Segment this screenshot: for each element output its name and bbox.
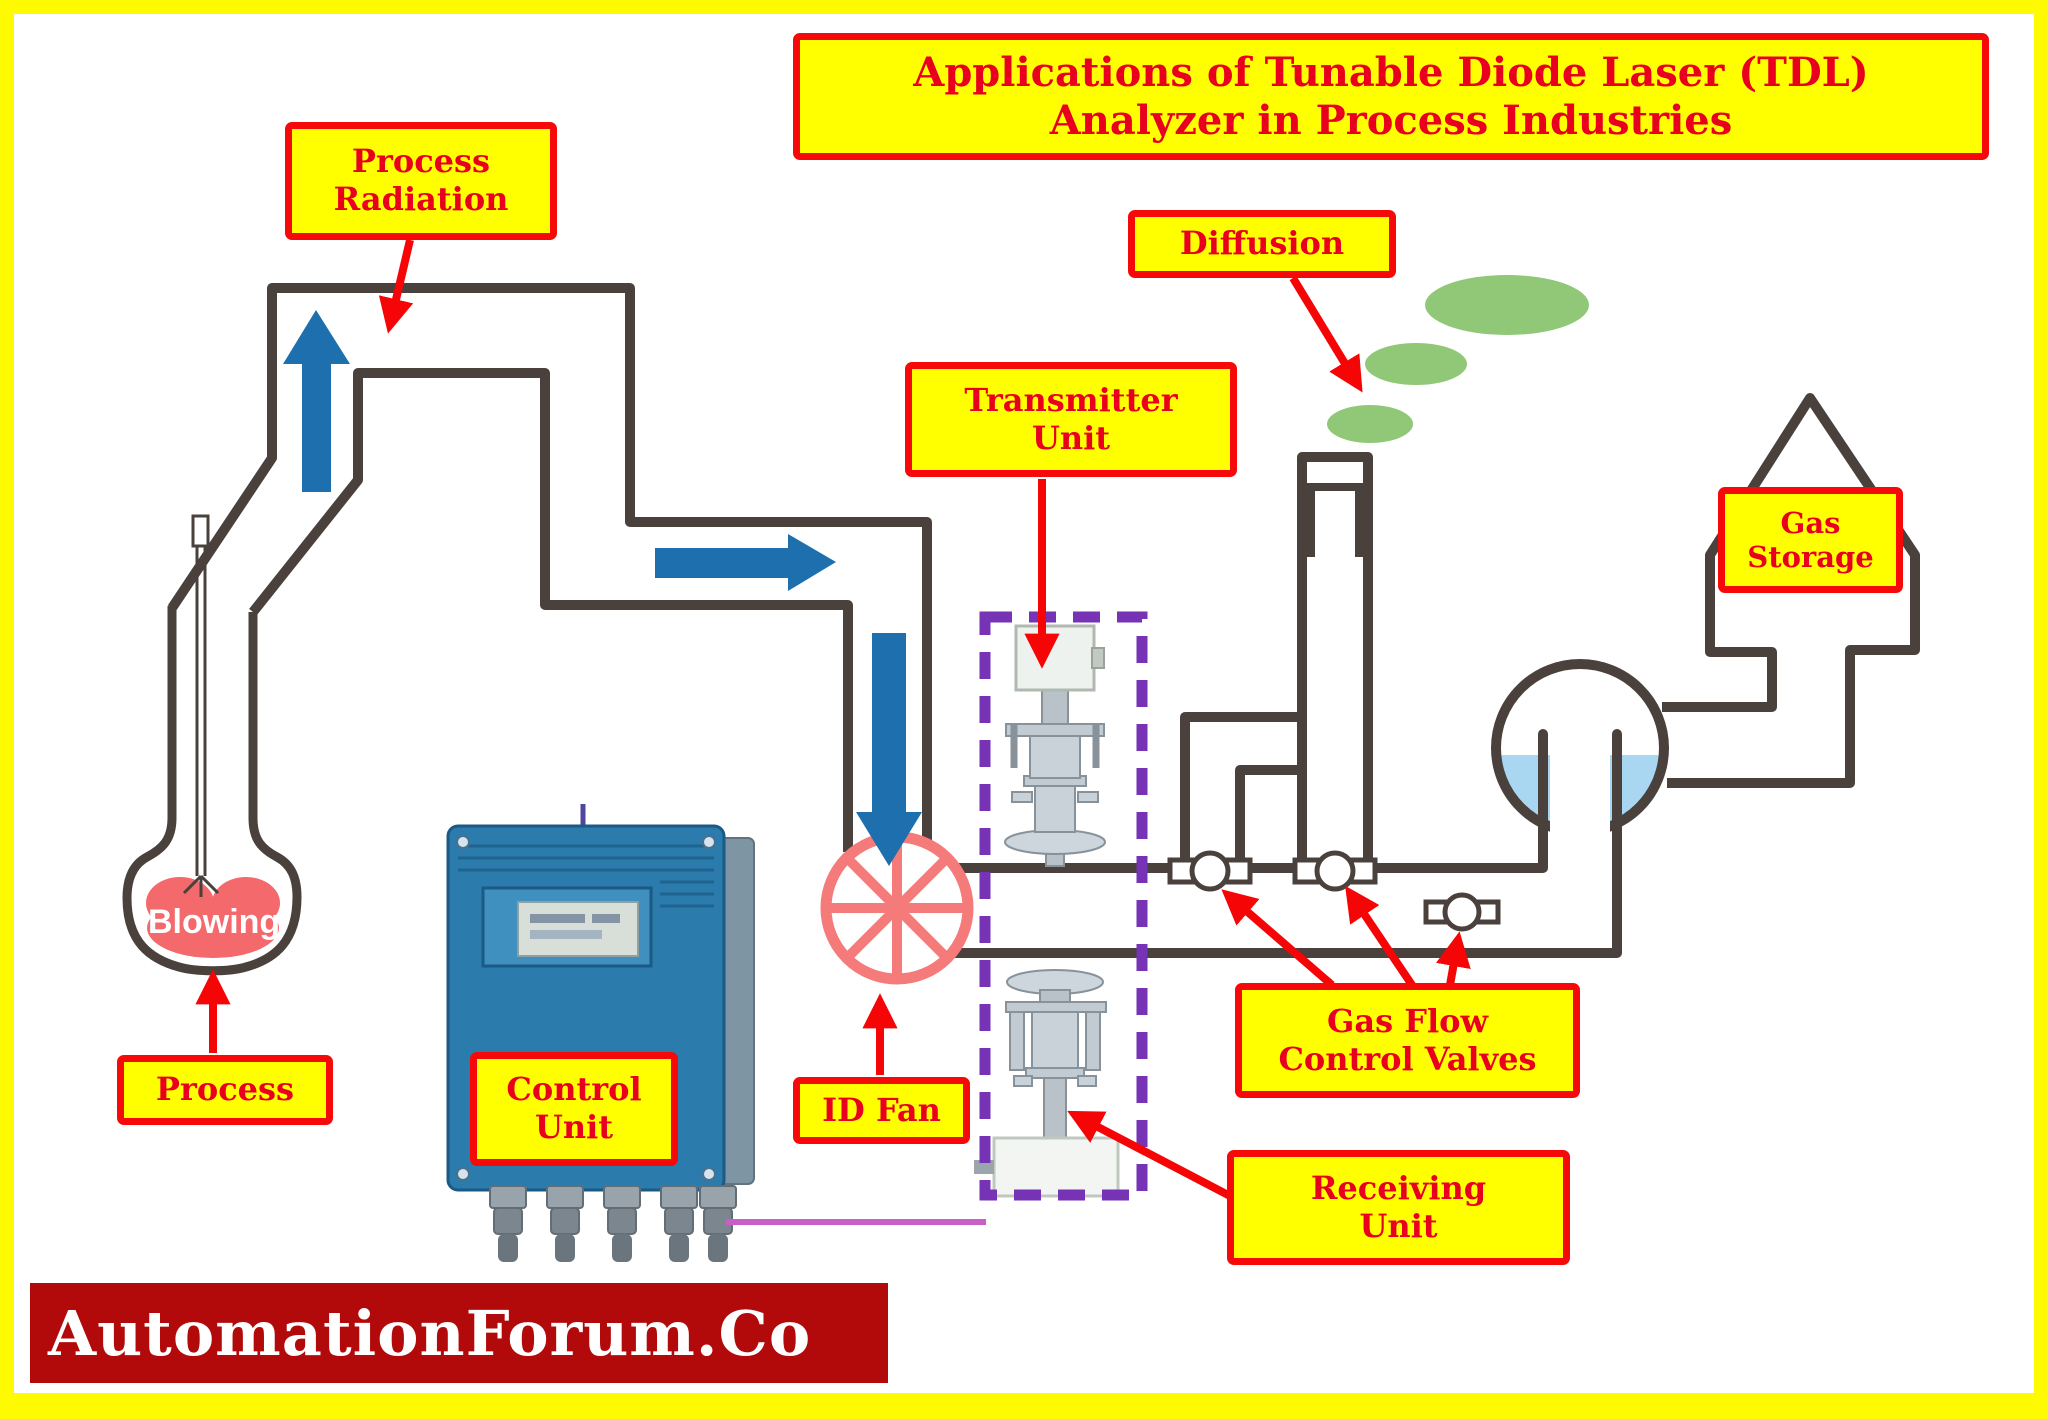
arrow-valve-2 [1345, 885, 1416, 988]
flow-arrow-right-icon [655, 534, 836, 591]
id-fan-icon [820, 831, 974, 985]
gas-storage-tank-icon [1662, 393, 1920, 788]
water-seal-vessel-icon [1491, 659, 1669, 942]
brand-text: AutomationForum.Co [48, 1296, 812, 1370]
arrow-valve-1 [1221, 889, 1335, 989]
arrow-valve-3 [1436, 931, 1471, 986]
blowing-text: Blowing [148, 903, 281, 941]
label-id-fan: ID Fan [793, 1077, 970, 1144]
valve-icon [1423, 892, 1501, 932]
cable-glands [489, 1185, 737, 1262]
label-receiving-unit: Receiving Unit [1227, 1150, 1570, 1265]
analysis-region-dashed-box [979, 611, 1148, 1201]
label-process-radiation: Process Radiation [285, 122, 557, 240]
label-transmitter-unit: Transmitter Unit [905, 362, 1237, 477]
arrow-process-radiation [378, 239, 414, 334]
frame-bottom-strip [14, 1393, 2034, 1405]
label-process: Process [117, 1055, 333, 1125]
diffusion-plume-icon [1327, 275, 1589, 443]
diagram-title: Applications of Tunable Diode Laser (TDL… [793, 33, 1989, 160]
label-gas-storage: Gas Storage [1718, 487, 1903, 593]
valve-icon [1167, 850, 1253, 892]
title-line: Analyzer in Process Industries [1049, 96, 1733, 144]
label-control-unit: Control Unit [470, 1052, 678, 1166]
flow-arrow-down-icon [856, 633, 922, 866]
label-diffusion: Diffusion [1128, 210, 1396, 278]
diagram-canvas [122, 239, 1920, 1262]
brand-banner: AutomationForum.Co [30, 1283, 888, 1383]
chimney-icon [1297, 452, 1373, 863]
valve-icon [1292, 850, 1378, 892]
furnace-building [1180, 712, 1302, 863]
lance-icon [182, 514, 220, 897]
receiver-device [974, 969, 1120, 1198]
flow-arrow-up-icon [283, 310, 350, 492]
control-unit-device [446, 804, 755, 1262]
arrow-diffusion [1289, 275, 1363, 393]
flue-duct [167, 283, 932, 852]
title-line: Applications of Tunable Diode Laser (TDL… [913, 49, 1869, 97]
transmitter-device [1004, 624, 1106, 867]
blowing-blob [146, 877, 280, 958]
arrow-receiving [1067, 1110, 1232, 1200]
label-gas-flow-control-valves: Gas Flow Control Valves [1235, 983, 1580, 1098]
pointer-arrows [195, 239, 1471, 1200]
